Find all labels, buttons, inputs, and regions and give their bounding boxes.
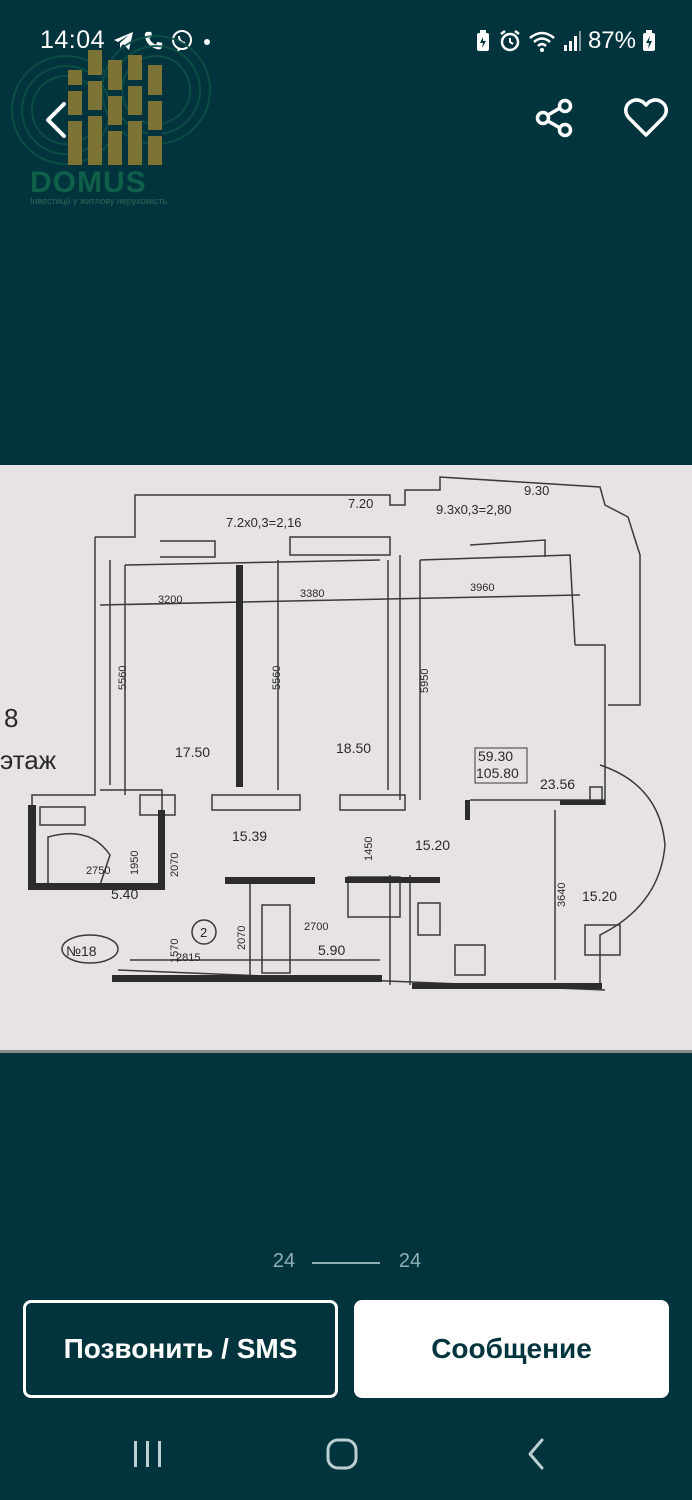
call-sms-button[interactable]: Позвонить / SMS — [23, 1300, 338, 1398]
share-icon — [535, 98, 573, 138]
image-pager: 24 24 — [0, 1248, 692, 1278]
pager-divider — [312, 1262, 380, 1264]
room-area-label: 15.20 — [582, 888, 617, 904]
dim-label: 2070 — [236, 926, 248, 950]
battery-saver-icon — [476, 30, 489, 51]
message-button[interactable]: Сообщение — [354, 1300, 669, 1398]
dim-label: 3960 — [470, 582, 494, 594]
dot-icon — [204, 39, 210, 45]
room-area-label: 5.40 — [111, 886, 138, 902]
system-nav-bar — [0, 1410, 692, 1500]
room-area-label: 5.90 — [318, 942, 345, 958]
recents-icon — [134, 1441, 161, 1467]
logo-wordmark: DOMUS — [30, 166, 147, 199]
favorite-button[interactable] — [618, 90, 674, 146]
balcony1-calc: 7.2x0,3=2,16 — [226, 515, 302, 530]
status-bar: 14:04 87% — [0, 0, 692, 80]
share-button[interactable] — [526, 90, 582, 146]
system-back-icon — [528, 1438, 544, 1470]
logo-tagline: Інвестиції у житлову нерухомість — [30, 196, 168, 206]
balcony2-calc: 9.3x0,3=2,80 — [436, 502, 512, 517]
battery-percent: 87% — [587, 27, 636, 54]
circle-number-label: 2 — [200, 925, 207, 940]
battery-charging-icon — [643, 30, 655, 51]
status-right: 87% — [474, 26, 656, 56]
dim-label: 1450 — [363, 837, 375, 861]
heart-icon — [624, 98, 668, 137]
telegram-icon — [114, 32, 133, 50]
recents-button[interactable] — [118, 1432, 178, 1476]
floor-plan-drawing: 8 этаж 7.2x0,3=2,16 7.20 9.3x0,3=2,80 9.… — [0, 476, 692, 1053]
balcony2-length: 9.30 — [524, 483, 549, 498]
alarm-icon — [500, 30, 520, 52]
floor-word-label: этаж — [0, 745, 57, 775]
back-arrow-icon — [46, 102, 66, 138]
signal-icon — [563, 31, 581, 51]
floor-plan-image[interactable]: 8 этаж 7.2x0,3=2,16 7.20 9.3x0,3=2,80 9.… — [0, 465, 692, 1053]
room-area-label: 105.80 — [476, 765, 519, 781]
dim-label: 3200 — [158, 594, 182, 606]
room-area-label: 23.56 — [540, 776, 575, 792]
system-back-button[interactable] — [506, 1432, 566, 1476]
room-area-label: 59.30 — [478, 748, 513, 764]
dim-label: 3380 — [300, 588, 324, 600]
apartment-number-label: №18 — [66, 943, 97, 959]
status-time: 14:04 — [40, 26, 106, 54]
balcony1-length: 7.20 — [348, 496, 373, 511]
pager-current: 24 — [272, 1250, 296, 1272]
dim-label: 5560 — [117, 666, 129, 690]
floor-number-label: 8 — [4, 703, 18, 733]
dim-label: 5560 — [271, 666, 283, 690]
dim-label: 3640 — [556, 883, 568, 907]
back-button[interactable] — [28, 92, 84, 148]
dim-label: 2750 — [86, 865, 110, 877]
dim-label: 1570 — [169, 939, 181, 963]
home-button[interactable] — [312, 1432, 372, 1476]
dim-label: 2700 — [304, 921, 328, 933]
home-icon — [326, 1438, 358, 1470]
room-area-label: 15.20 — [415, 837, 450, 853]
room-area-label: 18.50 — [336, 740, 371, 756]
dim-label: 2815 — [176, 952, 200, 964]
pager-total: 24 — [398, 1250, 422, 1272]
dim-label: 2070 — [169, 853, 181, 877]
dim-label: 1950 — [129, 851, 141, 875]
room-area-label: 17.50 — [175, 744, 210, 760]
dim-label: 5950 — [419, 669, 431, 693]
wifi-icon — [529, 31, 555, 52]
domus-logo — [11, 35, 211, 165]
room-area-label: 15.39 — [232, 828, 267, 844]
